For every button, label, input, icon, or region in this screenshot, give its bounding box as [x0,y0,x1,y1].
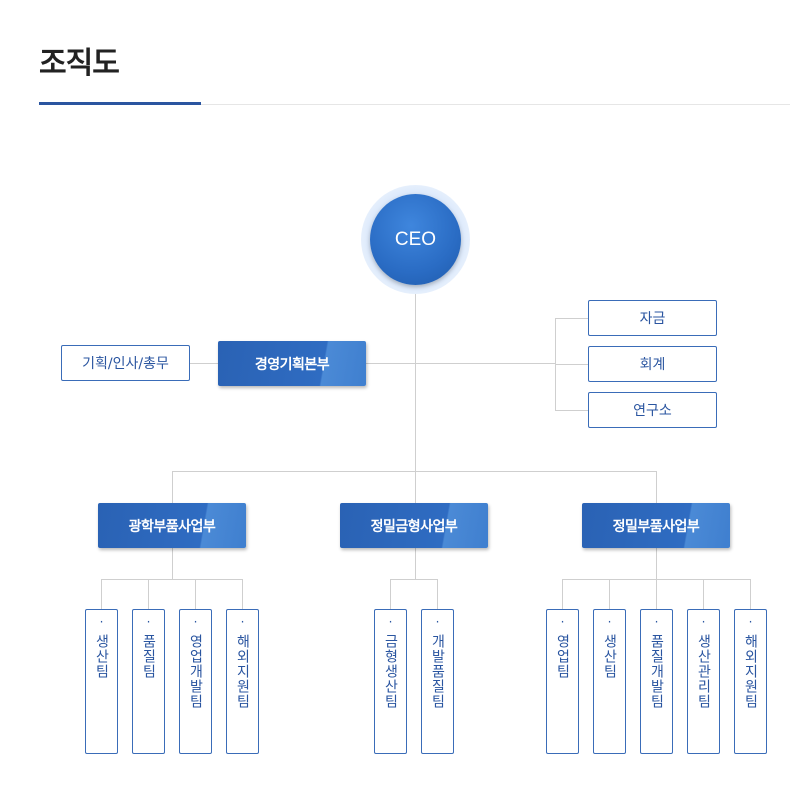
team-drop [195,579,196,609]
bullet-dot: · [607,615,612,629]
team-drop [242,579,243,609]
team-label: 생산팀 [93,634,110,679]
research-lab-box: 연구소 [588,392,717,428]
management-connector [190,363,555,364]
team-label: 생산팀 [601,634,618,679]
team-drop [148,579,149,609]
division-optical-parts: 광학부품사업부 [98,503,246,548]
bullet-dot: · [435,615,440,629]
support-bracket-middle [555,364,588,365]
team-box: · 개발품질팀 [421,609,454,754]
bullet-dot: · [146,615,151,629]
division-precision-mold: 정밀금형사업부 [340,503,488,548]
team-label: 해외지원팀 [742,634,759,709]
team-drop [101,579,102,609]
team-bus-2 [390,579,438,580]
ceo-node: CEO [370,194,461,285]
team-label: 영업개발팀 [187,634,204,709]
team-box: · 영업개발팀 [179,609,212,754]
team-box: · 품질개발팀 [640,609,673,754]
bullet-dot: · [99,615,104,629]
team-drop [390,579,391,609]
team-box: · 품질팀 [132,609,165,754]
team-box: · 영업팀 [546,609,579,754]
accounting-box: 회계 [588,346,717,382]
finance-box: 자금 [588,300,717,336]
bullet-dot: · [701,615,706,629]
bullet-dot: · [193,615,198,629]
support-bracket-bottom [555,410,588,411]
team-box: · 금형생산팀 [374,609,407,754]
division-drop-3 [656,471,657,503]
division-precision-parts: 정밀부품사업부 [582,503,730,548]
team-stem-1 [172,548,173,579]
team-stem-2 [415,548,416,579]
bullet-dot: · [560,615,565,629]
team-label: 생산관리팀 [695,634,712,709]
team-drop [703,579,704,609]
team-label: 품질팀 [140,634,157,679]
division-drop-1 [172,471,173,503]
team-label: 영업팀 [554,634,571,679]
team-box: · 생산관리팀 [687,609,720,754]
team-label: 개발품질팀 [429,634,446,709]
team-drop [562,579,563,609]
trunk-line [415,290,416,471]
bullet-dot: · [388,615,393,629]
team-box: · 해외지원팀 [734,609,767,754]
team-bus-1 [101,579,243,580]
team-drop [437,579,438,609]
title-divider [39,104,790,105]
team-box: · 생산팀 [85,609,118,754]
team-drop [750,579,751,609]
division-bus [172,471,657,472]
team-drop [656,579,657,609]
team-box: · 생산팀 [593,609,626,754]
bullet-dot: · [654,615,659,629]
bullet-dot: · [240,615,245,629]
team-box: · 해외지원팀 [226,609,259,754]
team-stem-3 [656,548,657,579]
division-drop-2 [415,471,416,503]
bullet-dot: · [748,615,753,629]
title-accent-bar [39,102,201,105]
team-drop [609,579,610,609]
team-label: 해외지원팀 [234,634,251,709]
management-headquarters: 경영기획본부 [218,341,366,386]
planning-hr-affairs-box: 기획/인사/총무 [61,345,190,381]
page-title: 조직도 [39,46,120,81]
support-bracket-top [555,318,588,319]
team-label: 금형생산팀 [382,634,399,709]
team-label: 품질개발팀 [648,634,665,709]
